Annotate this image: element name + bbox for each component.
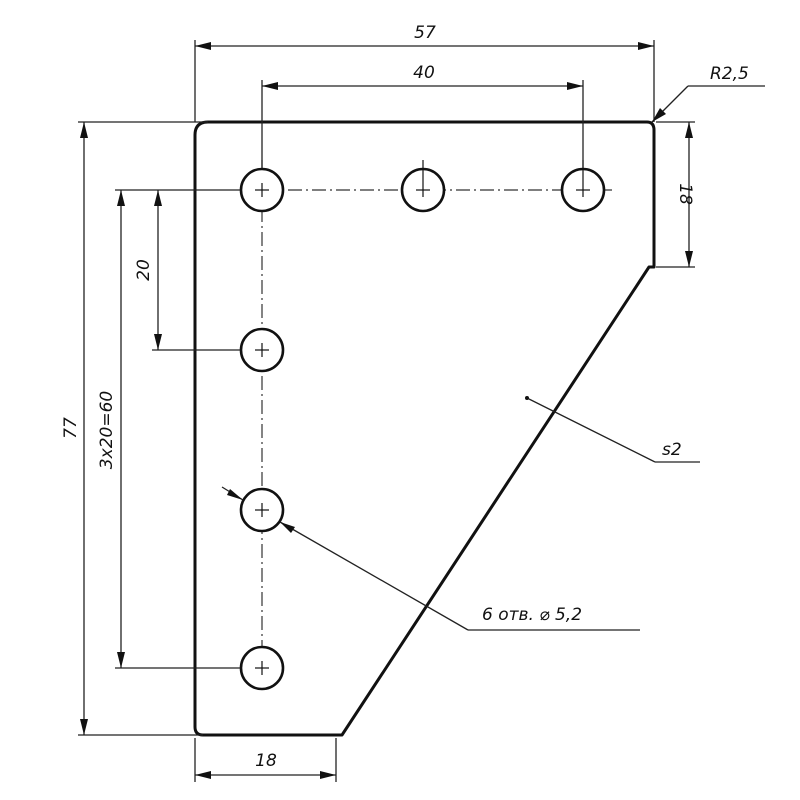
- dimension-width-total: 57: [194, 23, 655, 122]
- thickness-callout: s2: [525, 396, 700, 463]
- dimension-hole-spacing-vertical-first: 20: [134, 190, 240, 351]
- dimension-right-edge-height: 18: [656, 121, 695, 268]
- dimension-height-total-label: 77: [61, 417, 81, 439]
- hole: [400, 160, 446, 213]
- plate-outline: [193, 120, 656, 737]
- dimension-hole-spacing-vertical-total-label: 3x20=60: [97, 391, 117, 469]
- dimension-hole-spacing-vertical-first-label: 20: [134, 259, 154, 281]
- thickness-label: s2: [662, 440, 682, 460]
- corner-radius-label: R2,5: [710, 64, 749, 84]
- dimension-hole-spacing-vertical-total: 3x20=60: [97, 189, 240, 669]
- hole-diameter-callout: 6 отв. ⌀ 5,2: [221, 486, 640, 631]
- hole: [239, 645, 285, 691]
- dimension-width-total-label: 57: [414, 23, 436, 43]
- hole: [239, 487, 285, 533]
- corner-radius-callout: R2,5: [651, 64, 765, 123]
- dimension-hole-spacing-horizontal: 40: [261, 63, 584, 168]
- dimension-hole-spacing-horizontal-label: 40: [413, 63, 435, 83]
- dimension-bottom-edge-width: 18: [194, 738, 337, 782]
- hole: [239, 167, 285, 213]
- dimension-right-edge-height-label: 18: [675, 183, 695, 205]
- dimension-bottom-edge-width-label: 18: [255, 751, 277, 771]
- dimension-height-total: 77: [61, 121, 208, 736]
- hole-diameter-label: 6 отв. ⌀ 5,2: [482, 605, 582, 625]
- hole: [239, 327, 285, 373]
- hole: [560, 160, 606, 213]
